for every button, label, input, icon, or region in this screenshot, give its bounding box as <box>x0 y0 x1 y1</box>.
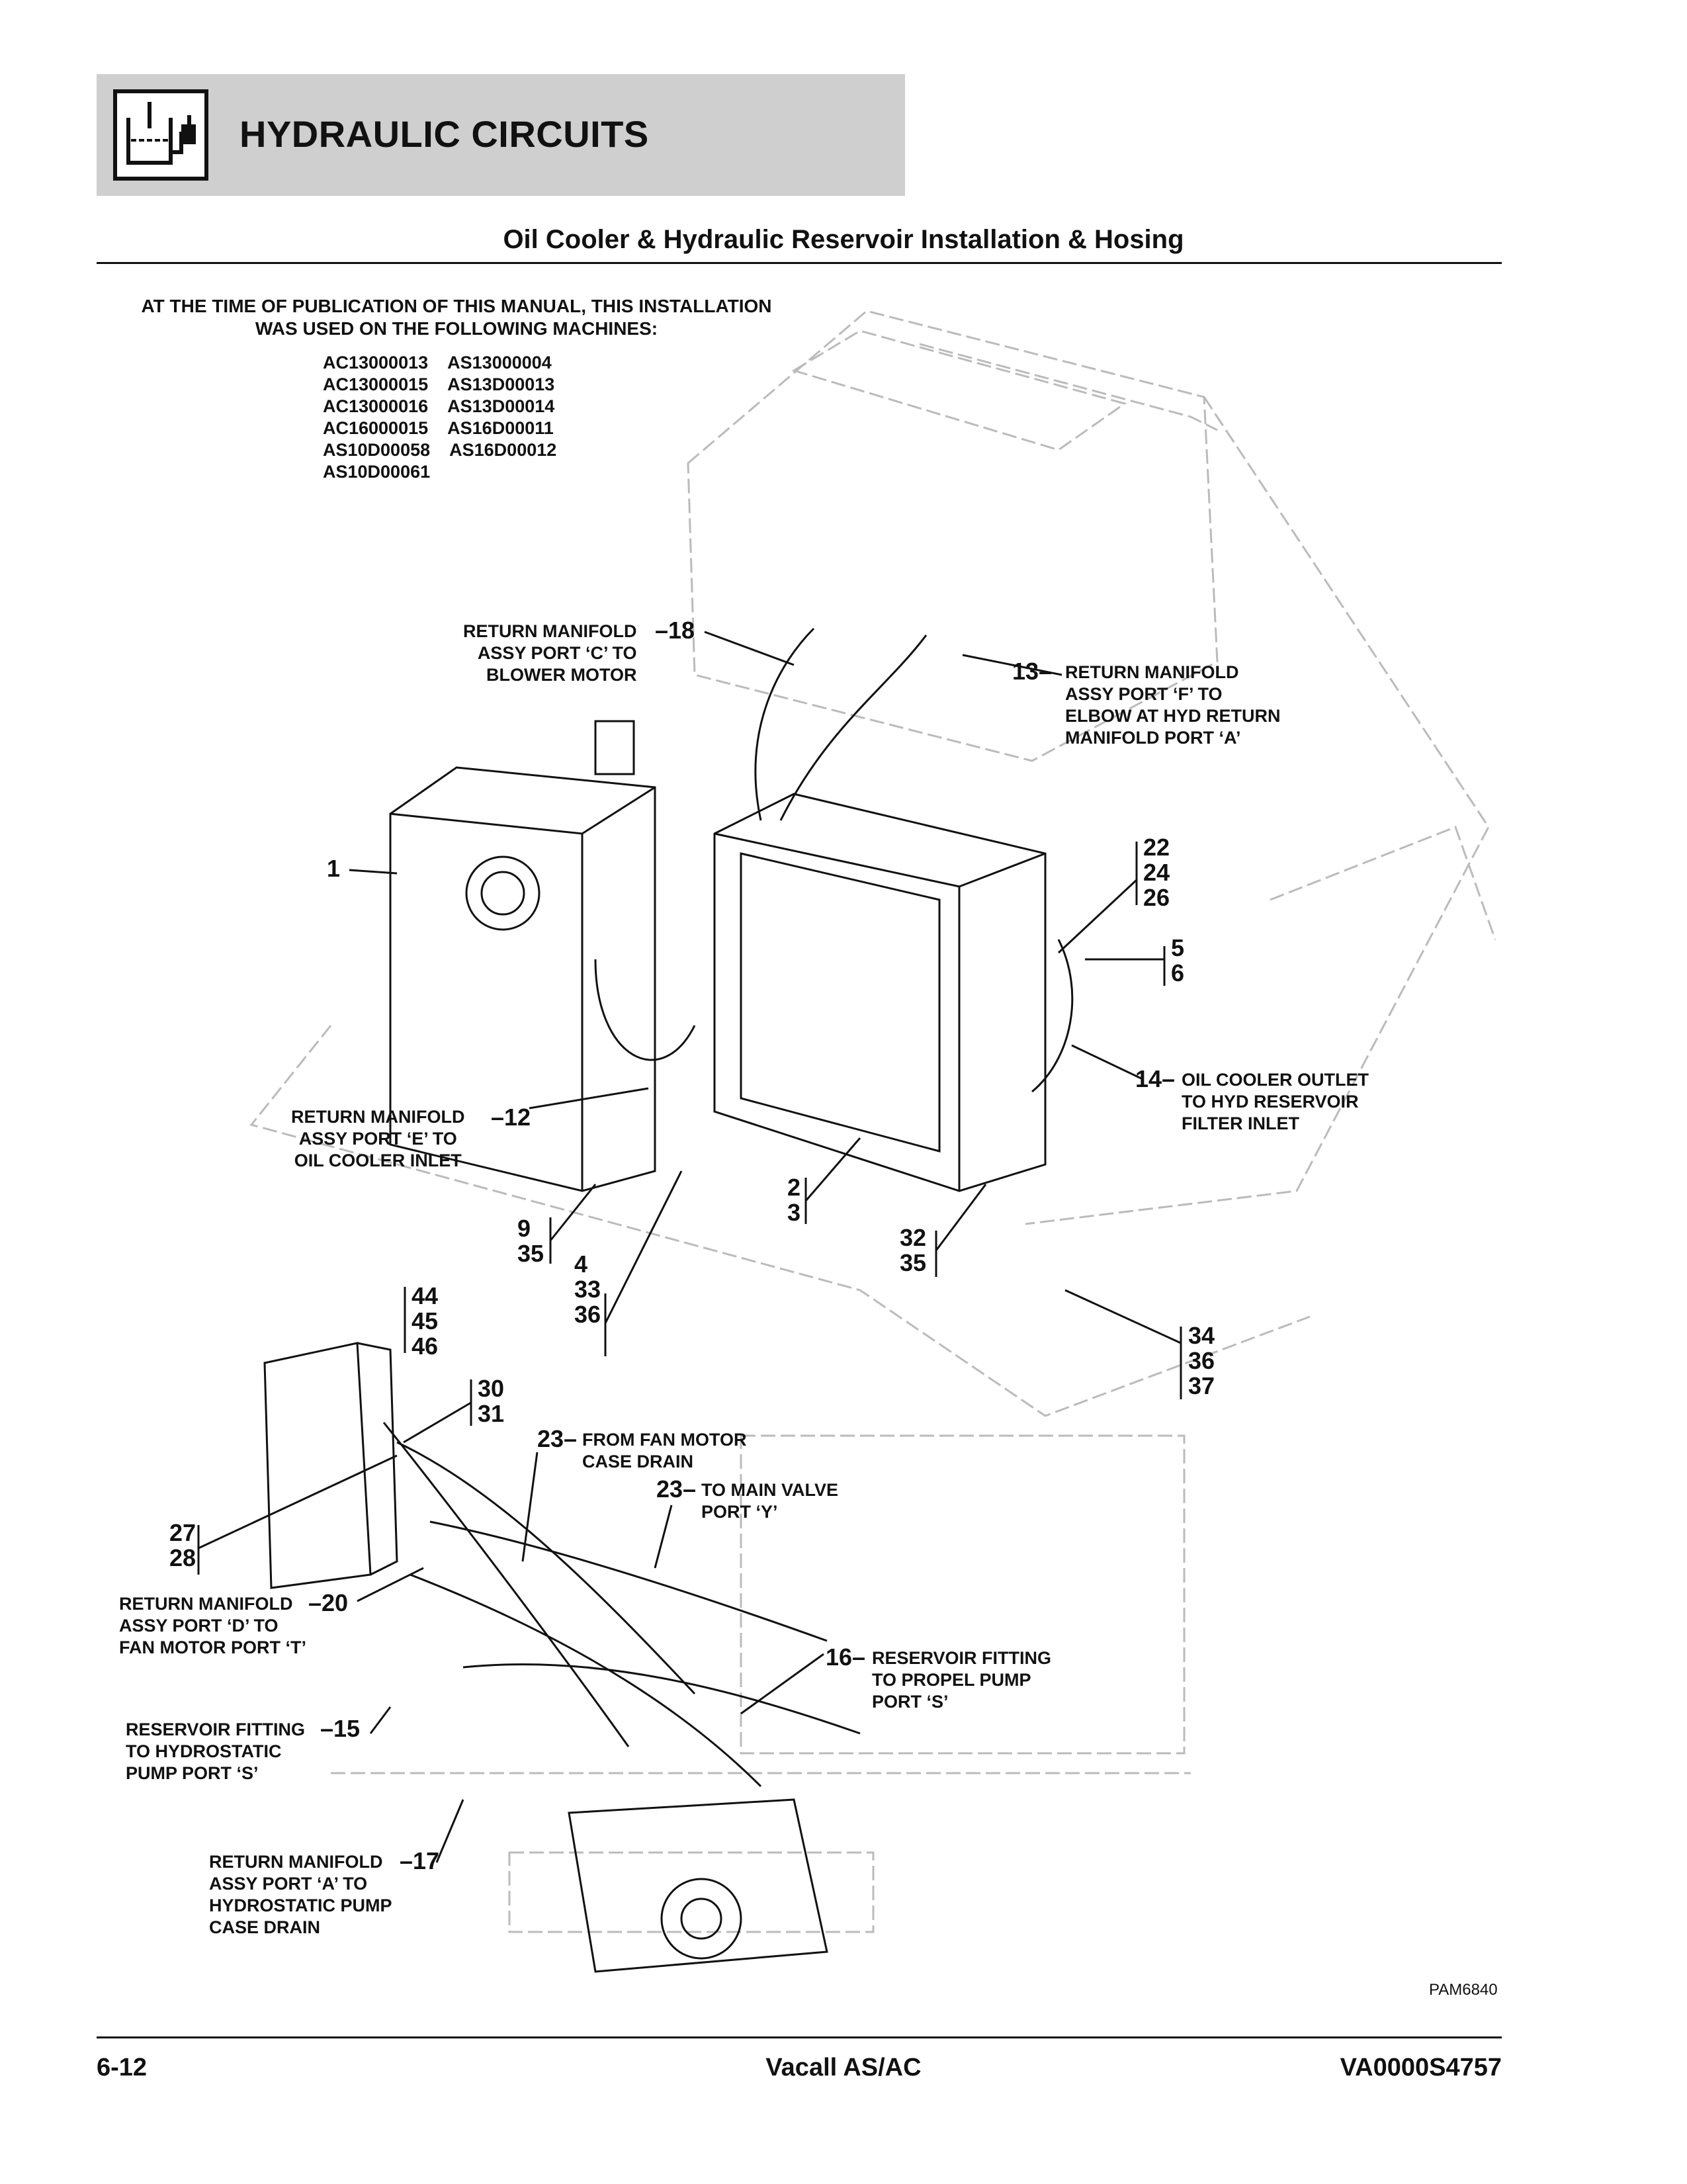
model-row: AC13000013 AS13000004 <box>323 353 552 372</box>
callout-16-number: 16– <box>826 1643 866 1671</box>
publication-note-line1: AT THE TIME OF PUBLICATION OF THIS MANUA… <box>141 296 772 316</box>
title-divider <box>97 262 1502 264</box>
callout-20-number: –20 <box>308 1589 349 1616</box>
callout-12-number: –12 <box>491 1104 531 1131</box>
manual-title: Vacall AS/AC <box>765 2054 922 2081</box>
callout-20-text: RETURN MANIFOLD ASSY PORT ‘D’ TO FAN MOT… <box>119 1594 306 1657</box>
doc-code: VA0000S4757 <box>1340 2054 1502 2081</box>
page-title: Oil Cooler & Hydraulic Reservoir Install… <box>503 225 1184 254</box>
model-row: AC13000016 AS13D00014 <box>323 396 555 416</box>
page-number: 6-12 <box>97 2054 148 2081</box>
callout-13-number: 13– <box>1012 658 1053 685</box>
footer-divider <box>97 2036 1502 2038</box>
publication-note: AT THE TIME OF PUBLICATION OF THIS MANUA… <box>126 295 787 340</box>
callout-18-text: RETURN MANIFOLD ASSY PORT ‘C’ TO BLOWER … <box>463 621 637 685</box>
callout-18-number: –18 <box>655 617 695 644</box>
model-row: AS10D00058 AS16D00012 <box>323 440 557 460</box>
model-row: AC16000015 AS16D00011 <box>323 418 554 438</box>
callout-14-number: 14– <box>1135 1065 1176 1092</box>
callout-23b-text: TO MAIN VALVE PORT ‘Y’ <box>701 1480 839 1522</box>
hydraulic-reservoir-icon <box>113 89 208 181</box>
model-row: AC13000015 AS13D00013 <box>323 374 555 394</box>
model-row: AS10D00061 <box>323 462 431 482</box>
callout-16-text: RESERVOIR FITTING TO PROPEL PUMP PORT ‘S… <box>872 1648 1052 1712</box>
publication-note-line2: WAS USED ON THE FOLLOWING MACHINES: <box>255 318 658 339</box>
callout-23b-number: 23– <box>656 1475 697 1503</box>
callout-15-text: RESERVOIR FITTING TO HYDROSTATIC PUMP PO… <box>126 1720 306 1783</box>
model-list: AC13000013 AS13000004 AC13000015 AS13D00… <box>323 352 556 483</box>
callout-15-number: –15 <box>320 1715 361 1742</box>
callout-1-number: 1 <box>327 855 341 882</box>
callout-17-number: –17 <box>400 1847 440 1874</box>
section-banner <box>97 74 905 196</box>
drawing-id: PAM6840 <box>1429 1981 1498 1999</box>
callout-14-text: OIL COOLER OUTLET TO HYD RESERVOIR FILTE… <box>1182 1070 1369 1133</box>
callout-12-text: RETURN MANIFOLD ASSY PORT ‘E’ TO OIL COO… <box>291 1107 465 1170</box>
section-title: HYDRAULIC CIRCUITS <box>239 113 649 155</box>
callout-23a-number: 23– <box>537 1425 578 1452</box>
callout-13-text: RETURN MANIFOLD ASSY PORT ‘F’ TO ELBOW A… <box>1065 662 1281 748</box>
callout-23a-text: FROM FAN MOTOR CASE DRAIN <box>582 1430 747 1471</box>
callout-17-text: RETURN MANIFOLD ASSY PORT ‘A’ TO HYDROST… <box>209 1852 392 1937</box>
